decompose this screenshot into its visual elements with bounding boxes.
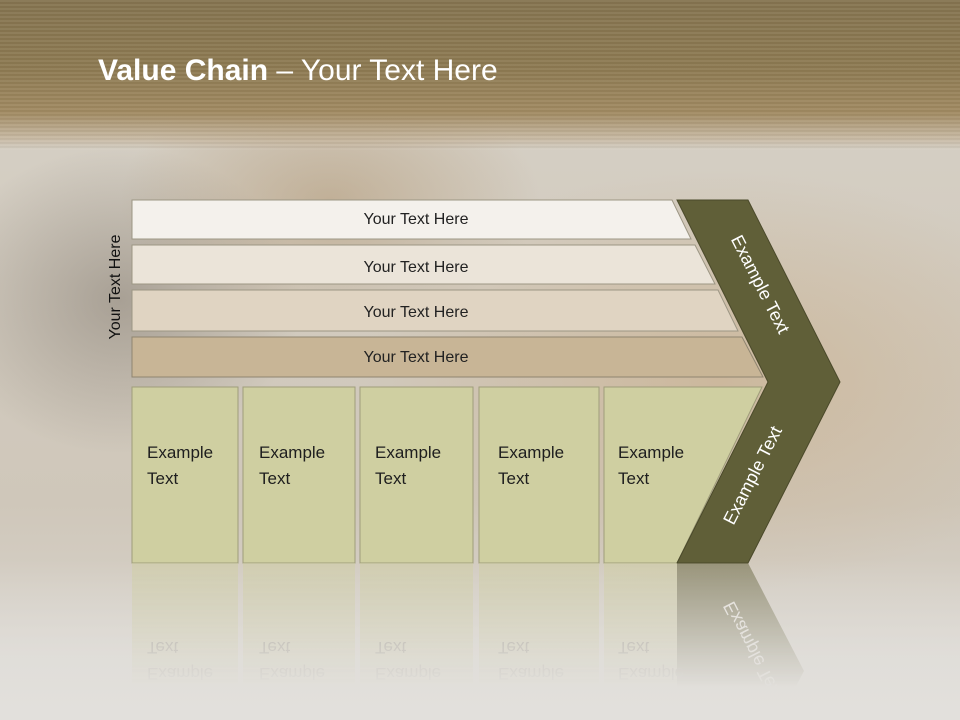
primary-box-4-line-2: Text [498, 469, 529, 488]
support-row-2-label: Your Text Here [364, 259, 469, 276]
reflection-box-2-line-1: Example [259, 664, 325, 683]
support-rows: Your Text Here Your Text Here Your Text … [131, 199, 764, 378]
primary-box-2-line-1: Example [259, 443, 325, 462]
primary-box-1 [131, 386, 239, 564]
title-bold: Value Chain [98, 54, 269, 87]
primary-box-3-line-2: Text [375, 469, 406, 488]
primary-box-4 [478, 386, 600, 564]
primary-box-2-line-2: Text [259, 469, 290, 488]
primary-box-1-line-2: Text [147, 469, 178, 488]
primary-box-5-line-2: Text [618, 469, 649, 488]
header-band [0, 0, 960, 150]
reflection-box-3-line-2: Text [375, 638, 406, 657]
reflection-box-1-line-2: Text [147, 638, 178, 657]
support-row-4-label: Your Text Here [364, 349, 469, 366]
support-row-1-label: Your Text Here [364, 211, 469, 228]
reflection-box-4-line-1: Example [498, 664, 564, 683]
support-row-2 [131, 244, 716, 285]
page-title: Value Chain – Your Text Here [98, 54, 498, 88]
primary-box-3 [359, 386, 474, 564]
support-row-3 [131, 289, 739, 332]
reflection-box-5-line-2: Text [618, 638, 649, 657]
support-row-4 [131, 336, 764, 378]
title-rest: – Your Text Here [268, 54, 498, 87]
primary-box-1-line-1: Example [147, 443, 213, 462]
reflection-box-4-line-2: Text [498, 638, 529, 657]
reflection-box-1-line-1: Example [147, 664, 213, 683]
primary-box-3-line-1: Example [375, 443, 441, 462]
support-row-1 [131, 199, 692, 240]
reflection-box-5-line-1: Example [618, 664, 684, 683]
primary-box-4-line-1: Example [498, 443, 564, 462]
primary-boxes: Example Text Example Text Example Text E… [131, 386, 763, 564]
primary-box-2 [242, 386, 356, 564]
reflection: Example Text Example Text Example Text E… [132, 563, 804, 720]
support-row-3-label: Your Text Here [364, 304, 469, 321]
reflection-box-3-line-1: Example [375, 664, 441, 683]
primary-box-5-line-1: Example [618, 443, 684, 462]
reflection-box-2-line-2: Text [259, 638, 290, 657]
